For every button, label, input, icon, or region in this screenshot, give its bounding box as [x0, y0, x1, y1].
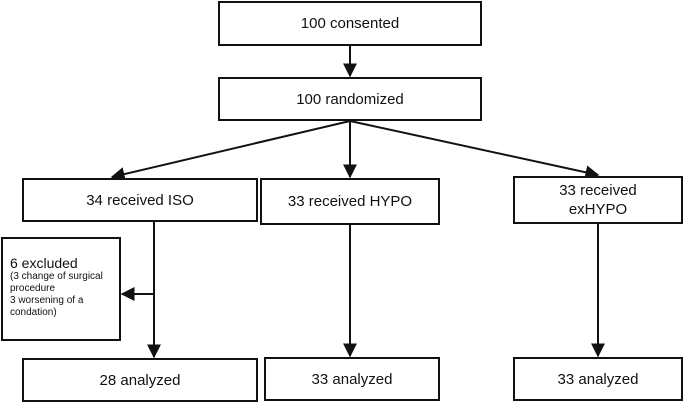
node-received-iso: 34 received ISO	[22, 178, 258, 222]
node-consented: 100 consented	[218, 1, 482, 46]
node-received-hypo-label: 33 received HYPO	[287, 193, 413, 210]
node-received-hypo: 33 received HYPO	[260, 178, 440, 225]
node-excluded: 6 excluded (3 change of surgical procedu…	[1, 237, 121, 341]
node-received-exhypo-label: 33 received exHYPO	[559, 182, 637, 218]
node-excluded-detail-line: procedure	[10, 283, 56, 294]
node-received-exhypo: 33 received exHYPO	[513, 176, 683, 224]
node-analyzed-iso-label: 28 analyzed	[99, 371, 181, 389]
arrow-randomized-to-iso	[110, 120, 351, 181]
node-excluded-title: 6 excluded	[10, 255, 78, 271]
node-excluded-detail-line: 3 worsening of a	[10, 295, 84, 306]
node-analyzed-exhypo: 33 analyzed	[513, 357, 683, 401]
node-excluded-detail-line: condation)	[10, 307, 57, 318]
arrow-randomized-to-exhypo	[349, 120, 600, 180]
node-consented-label: 100 consented	[300, 15, 400, 32]
node-analyzed-hypo: 33 analyzed	[264, 357, 440, 401]
node-received-iso-label: 34 received ISO	[86, 191, 194, 209]
node-analyzed-exhypo-label: 33 analyzed	[557, 370, 639, 388]
node-randomized: 100 randomized	[218, 77, 482, 121]
node-randomized-label: 100 randomized	[296, 90, 404, 108]
node-analyzed-iso: 28 analyzed	[22, 358, 258, 402]
node-analyzed-hypo-label: 33 analyzed	[311, 370, 393, 388]
node-excluded-detail-line: (3 change of surgical	[10, 271, 103, 282]
